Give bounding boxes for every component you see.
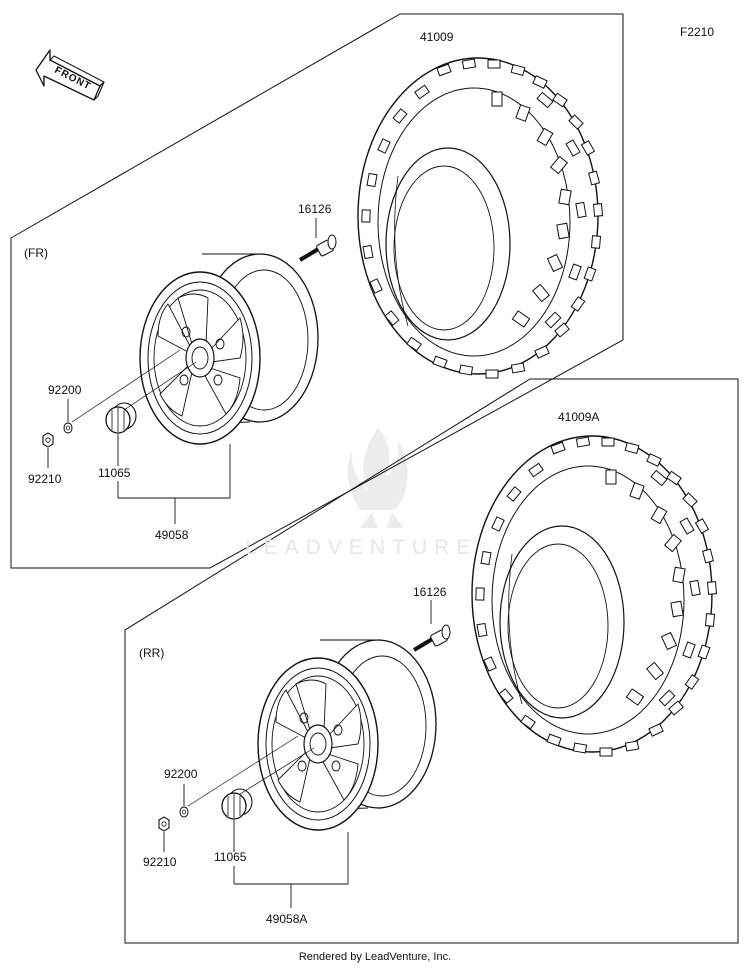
front-wheel [139,253,319,445]
front-valve-stem [298,233,338,262]
rear-section-label: (RR) [139,646,165,660]
front-wheel-part-number[interactable]: 49058 [155,528,189,542]
watermark-logo [347,428,408,528]
front-leader-lines [47,218,317,524]
front-nut-part-number[interactable]: 92210 [28,472,62,486]
front-section-frame [10,13,624,569]
front-washer [63,422,73,434]
front-section-label: (FR) [24,246,48,260]
front-washer-part-number[interactable]: 92200 [48,383,82,397]
rear-nut-part-number[interactable]: 92210 [143,855,177,869]
footer-credit: Rendered by LeadVenture, Inc. [298,951,452,963]
rear-washer-part-number[interactable]: 92200 [164,767,198,781]
rear-cap-part-number[interactable]: 11065 [214,850,247,864]
rear-valve-stem [412,623,452,652]
rear-section-frame [124,378,739,944]
watermark-text: LEADVENTURE [245,536,478,559]
rear-wheel [257,639,437,831]
rear-wheel-part-number[interactable]: 49058A [266,912,308,926]
rear-hub-cap [221,788,253,820]
rear-tire [471,435,718,757]
diagram-code: F2210 [680,25,715,39]
rear-nut [158,816,170,832]
rear-tire-part-number[interactable]: 41009A [558,410,600,424]
rear-washer [179,806,189,818]
front-valve-part-number[interactable]: 16126 [298,202,332,216]
front-cap-part-number[interactable]: 11065 [98,466,131,480]
front-nut [42,432,54,448]
rear-valve-part-number[interactable]: 16126 [413,585,447,599]
front-tire [357,57,604,379]
rear-leader-lines [163,600,432,908]
front-direction-arrow: FRONT [35,49,105,101]
front-tire-part-number[interactable]: 41009 [420,30,454,44]
front-hub-cap [105,402,137,434]
